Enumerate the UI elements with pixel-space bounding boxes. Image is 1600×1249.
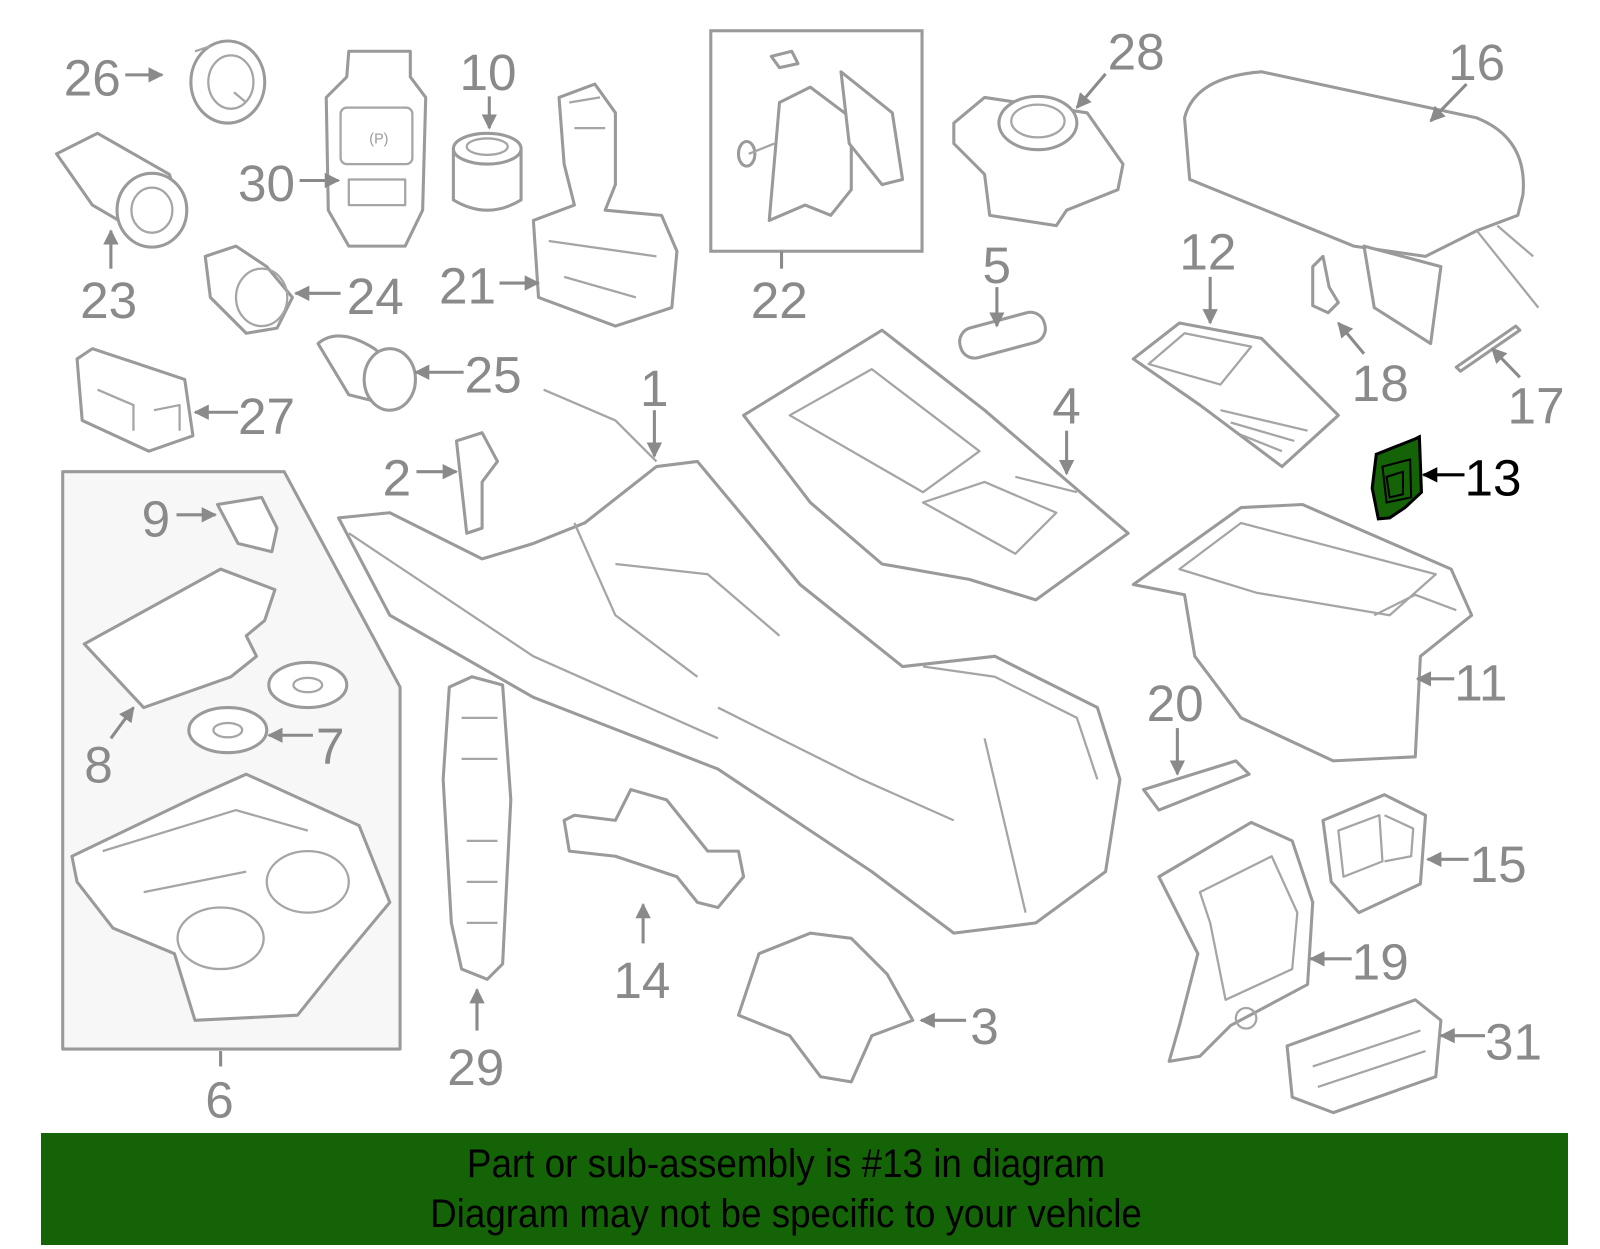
callout-11: 11: [1454, 654, 1507, 711]
callout-27: 27: [238, 388, 295, 445]
callout-17: 17: [1508, 378, 1565, 435]
info-banner: Part or sub-assembly is #13 in diagram D…: [41, 1133, 1568, 1245]
callout-21: 21: [439, 258, 496, 315]
callout-6: 6: [205, 1072, 234, 1129]
part-19-rear-panel: [1157, 820, 1315, 1063]
callout-25: 25: [465, 347, 522, 404]
part-26-lighter-socket: [189, 39, 267, 125]
callout-3: 3: [970, 998, 999, 1055]
part-29-switch-panel: [441, 675, 513, 981]
callout-28: 28: [1108, 24, 1165, 81]
part-17-strip: [1454, 324, 1522, 373]
part-28-controller: [952, 94, 1125, 228]
callout-5: 5: [983, 237, 1012, 294]
part-25-cap: [316, 334, 417, 412]
part-31-climate-panel: [1285, 998, 1443, 1115]
callout-10: 10: [460, 44, 517, 101]
callout-26: 26: [64, 49, 121, 106]
part-4-console-trim: [742, 328, 1130, 602]
callout-30: 30: [238, 155, 295, 212]
callout-2: 2: [383, 449, 412, 506]
callout-15: 15: [1470, 836, 1527, 893]
callout-12: 12: [1179, 224, 1236, 281]
part-2-bracket: [454, 431, 500, 535]
part-27-usb: [75, 347, 195, 453]
part-20-mat: [1141, 759, 1251, 812]
callout-31: 31: [1485, 1013, 1542, 1070]
part-9-insert: [216, 495, 279, 554]
callout-14: 14: [613, 952, 670, 1009]
part-10-knob: [451, 131, 523, 212]
callout-24: 24: [347, 268, 404, 325]
banner-line-part-number: Part or sub-assembly is #13 in diagram: [466, 1142, 1106, 1186]
part-12-tray: [1131, 321, 1340, 469]
part-21-shifter: [531, 82, 679, 328]
banner-line-disclaimer: Diagram may not be specific to your vehi…: [430, 1192, 1142, 1236]
callout-18: 18: [1352, 355, 1409, 412]
part-16-armrest: [1183, 70, 1540, 346]
callout-29: 29: [447, 1039, 504, 1096]
part-14-duct: [562, 788, 746, 910]
callout-labels: 26 30 10 28 16 23 24 21 22 5 12 18 17 25…: [64, 24, 1565, 1129]
svg-text:(P): (P): [369, 132, 388, 148]
part-7-mats: [187, 660, 349, 755]
callout-23: 23: [80, 272, 137, 329]
callout-16: 16: [1448, 34, 1505, 91]
part-3-bracket: [736, 931, 915, 1084]
part-11-storage-bin: [1131, 502, 1474, 763]
callout-9: 9: [142, 490, 171, 547]
part-22-shifter-trim: [736, 49, 905, 223]
callout-19: 19: [1352, 933, 1409, 990]
part-18-clip: [1311, 254, 1340, 315]
part-1-center-console: [337, 388, 1122, 935]
callout-8: 8: [84, 736, 113, 793]
callout-7: 7: [316, 718, 345, 775]
part-13-highlighted: [1370, 434, 1423, 521]
part-8-tray: [82, 567, 277, 710]
part-15-vent: [1321, 793, 1428, 915]
callout-20: 20: [1147, 675, 1204, 732]
callout-1: 1: [640, 360, 669, 417]
part-23-socket: [55, 131, 189, 249]
part-6-cupholder: [70, 772, 392, 1022]
part-24-socket: [203, 244, 294, 335]
group-box-22: [709, 29, 924, 253]
callout-22: 22: [751, 272, 808, 329]
callout-4: 4: [1052, 378, 1081, 435]
part-30-switch: (P): [324, 49, 428, 248]
leader-lines: [103, 67, 1521, 1067]
callout-13-highlighted: 13: [1464, 449, 1521, 506]
part-5-trim: [958, 310, 1047, 360]
